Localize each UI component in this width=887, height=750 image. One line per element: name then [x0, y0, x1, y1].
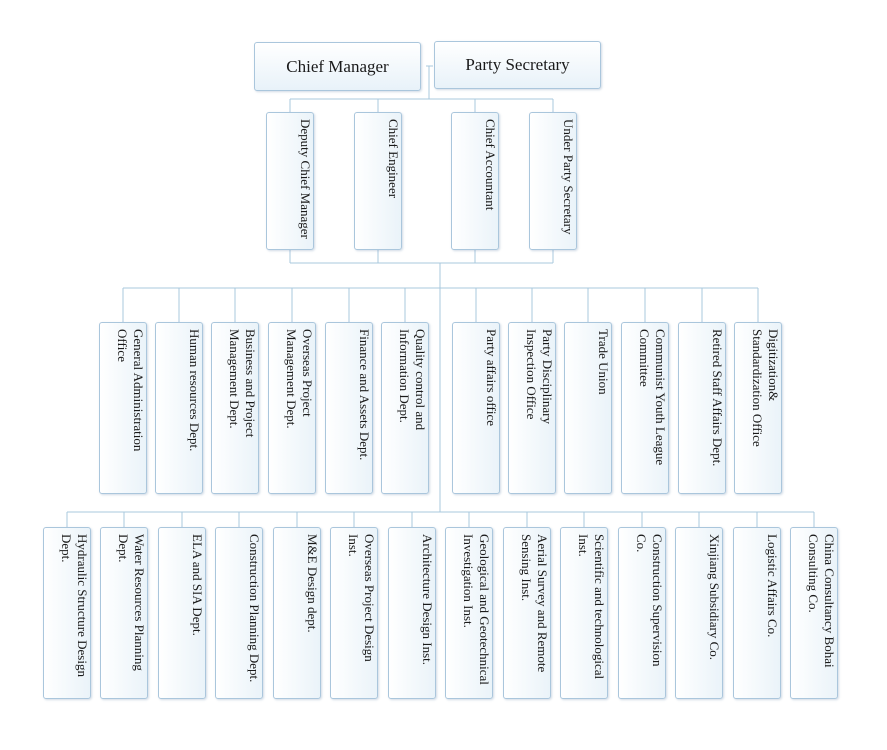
chief-manager-label: Chief Manager — [286, 56, 389, 76]
chief-engineer-label: Chief Engineer — [386, 119, 401, 199]
unit-label: Construction Supervision Co. — [634, 534, 665, 667]
dept-label: Party affairs office — [484, 329, 499, 426]
unit-box: Construction Planning Dept. — [215, 527, 263, 699]
unit-box: Water Resources Planning Dept. — [100, 527, 148, 699]
dept-label: Communist Youth League Committee — [637, 329, 668, 466]
chief-accountant-box: Chief Accountant — [451, 112, 499, 250]
dept-label: Trade Union — [596, 329, 611, 395]
dept-box: Quality control and Information Dept. — [381, 322, 429, 494]
unit-label: M&E Design dept. — [305, 534, 320, 633]
dept-box: Overseas Project Management Dept. — [268, 322, 316, 494]
unit-box: China Consultancy Bohai Consulting Co. — [790, 527, 838, 699]
dept-label: General Administration Office — [115, 329, 146, 452]
deputy-chief-manager-label: Deputy Chief Manager — [298, 119, 313, 239]
party-secretary-label: Party Secretary — [465, 55, 570, 74]
dept-box: Party Disciplinary Inspection Office — [508, 322, 556, 494]
unit-label: Architecture Design Inst. — [420, 534, 435, 666]
unit-label: Logistic Affairs Co. — [765, 534, 780, 638]
dept-label: Retired Staff Affairs Dept. — [710, 329, 725, 467]
unit-box: Logistic Affairs Co. — [733, 527, 781, 699]
party-secretary-box: Party Secretary — [434, 41, 601, 89]
dept-box: Party affairs office — [452, 322, 500, 494]
unit-label: Aerial Survey and Remote Sensing Inst. — [519, 534, 550, 673]
unit-label: Overseas Project Design Inst. — [346, 534, 377, 662]
unit-label: Xinjiang Subsidiary Co. — [707, 534, 722, 661]
dept-box: Retired Staff Affairs Dept. — [678, 322, 726, 494]
chief-manager-box: Chief Manager — [254, 42, 421, 91]
unit-label: Geological and Geotechnical Investigatio… — [461, 534, 492, 685]
dept-label: Overseas Project Management Dept. — [284, 329, 315, 429]
dept-box: Finance and Assets Dept. — [325, 322, 373, 494]
unit-label: Construction Planning Dept. — [247, 534, 262, 683]
dept-box: Human resources Dept. — [155, 322, 203, 494]
dept-label: Quality control and Information Dept. — [397, 329, 428, 431]
unit-box: Aerial Survey and Remote Sensing Inst. — [503, 527, 551, 699]
unit-label: Scientific and technological Inst. — [576, 534, 607, 680]
under-party-secretary-box: Under Party Secretary — [529, 112, 577, 250]
unit-label: Water Resources Planning Dept. — [116, 534, 147, 671]
dept-label: Human resources Dept. — [187, 329, 202, 452]
unit-box: Geological and Geotechnical Investigatio… — [445, 527, 493, 699]
dept-box: General Administration Office — [99, 322, 147, 494]
dept-label: Digitization& Standardization Office — [750, 329, 781, 447]
unit-box: Architecture Design Inst. — [388, 527, 436, 699]
under-party-secretary-label: Under Party Secretary — [561, 119, 576, 235]
unit-box: Hydraulic Structure Design Dept. — [43, 527, 91, 699]
unit-box: Scientific and technological Inst. — [560, 527, 608, 699]
unit-box: ELA and SIA Dept. — [158, 527, 206, 699]
unit-box: Construction Supervision Co. — [618, 527, 666, 699]
unit-label: Hydraulic Structure Design Dept. — [59, 534, 90, 677]
dept-box: Communist Youth League Committee — [621, 322, 669, 494]
unit-box: M&E Design dept. — [273, 527, 321, 699]
dept-box: Business and Project Management Dept. — [211, 322, 259, 494]
dept-label: Finance and Assets Dept. — [357, 329, 372, 461]
unit-box: Xinjiang Subsidiary Co. — [675, 527, 723, 699]
unit-box: Overseas Project Design Inst. — [330, 527, 378, 699]
unit-label: ELA and SIA Dept. — [190, 534, 205, 636]
dept-box: Digitization& Standardization Office — [734, 322, 782, 494]
dept-label: Party Disciplinary Inspection Office — [524, 329, 555, 424]
dept-box: Trade Union — [564, 322, 612, 494]
chief-engineer-box: Chief Engineer — [354, 112, 402, 250]
dept-label: Business and Project Management Dept. — [227, 329, 258, 438]
deputy-chief-manager-box: Deputy Chief Manager — [266, 112, 314, 250]
unit-label: China Consultancy Bohai Consulting Co. — [806, 534, 837, 668]
chief-accountant-label: Chief Accountant — [483, 119, 498, 211]
